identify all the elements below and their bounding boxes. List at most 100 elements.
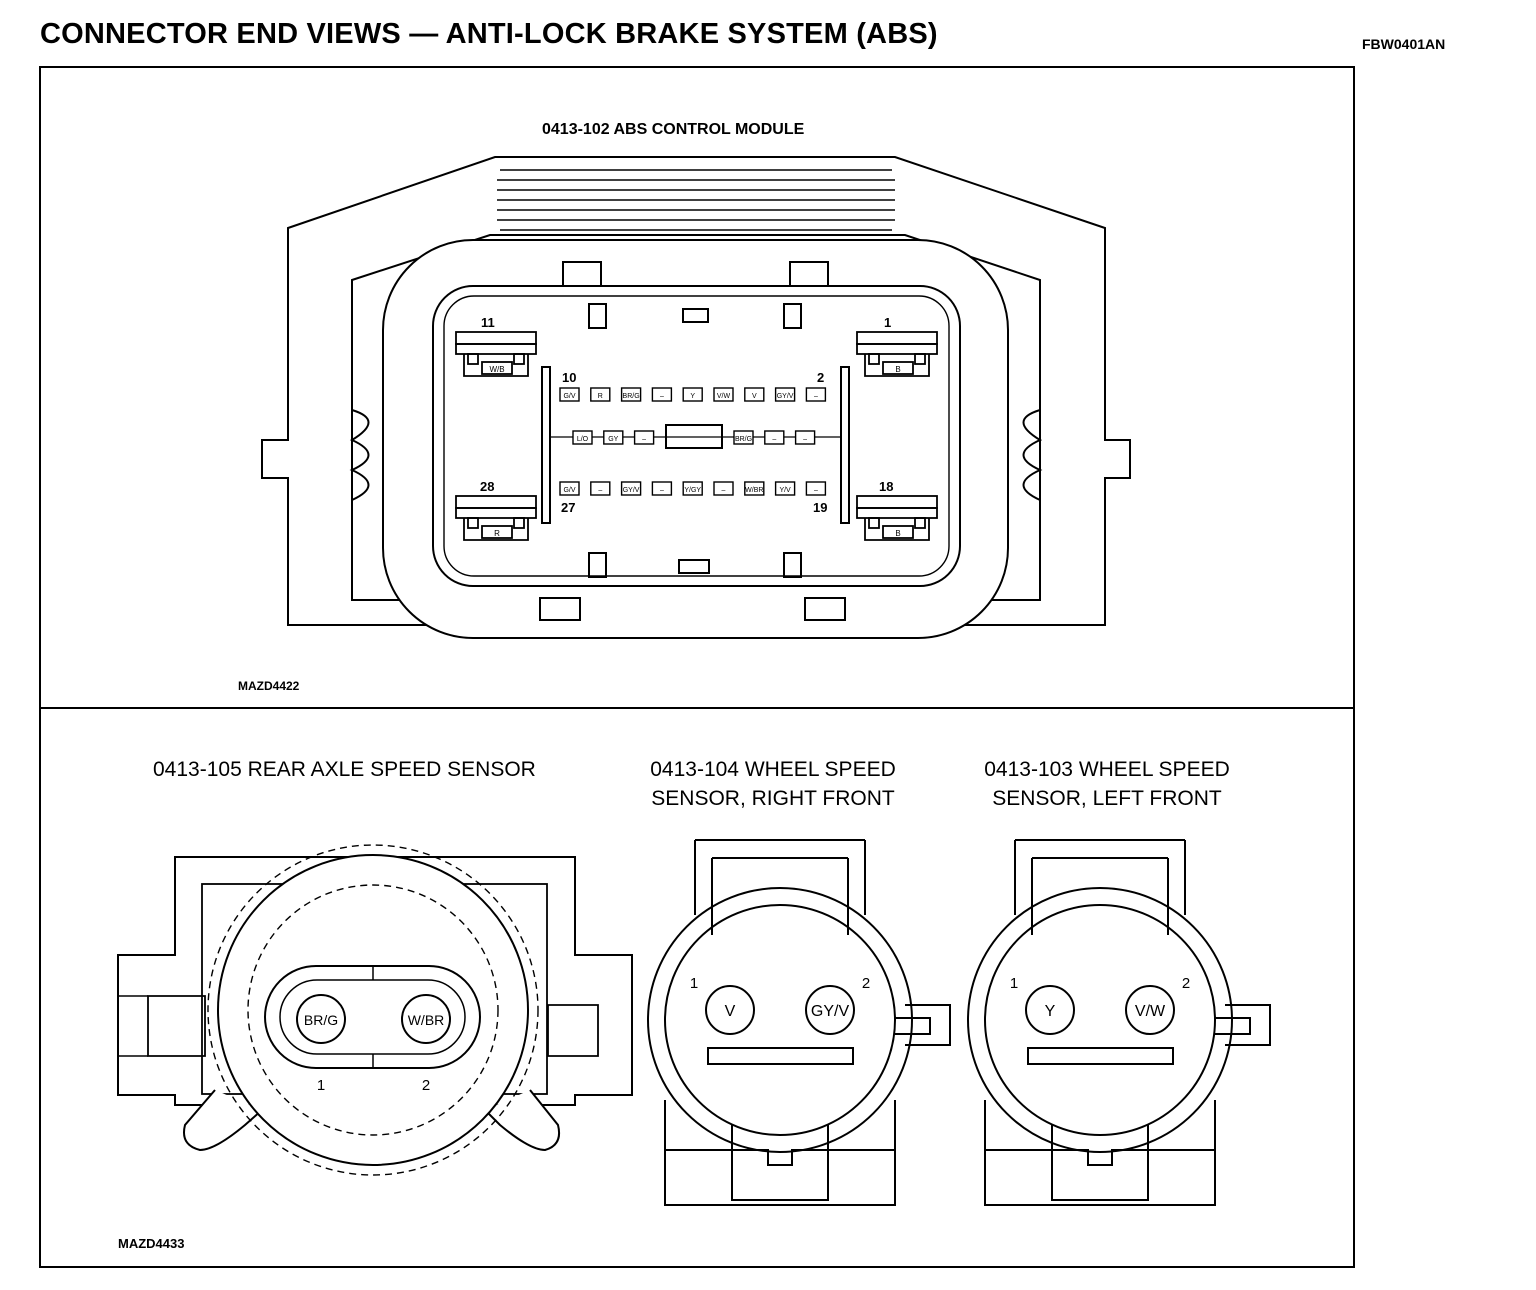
abs-top-cavity: V bbox=[744, 387, 765, 402]
abs-top-cavity-label: G/V bbox=[563, 393, 575, 400]
abs-top-cavity-label: R bbox=[598, 393, 603, 400]
rear-axle-pin-2-label: W/BR bbox=[408, 1012, 445, 1028]
abs-bottom-cavity: W/BR bbox=[744, 481, 765, 496]
abs-terminal-18-label: B bbox=[895, 529, 900, 538]
bottom-code: MAZD4433 bbox=[118, 1236, 184, 1251]
diagram-frame bbox=[39, 66, 1355, 1268]
rear-axle-pin-1 bbox=[296, 994, 346, 1044]
abs-connector-inner bbox=[432, 285, 961, 587]
right-front-pin-number-1: 1 bbox=[690, 975, 698, 992]
abs-control-module bbox=[261, 156, 1131, 639]
abs-top-cavity: BR/G bbox=[620, 387, 642, 402]
abs-top-cavity: – bbox=[651, 387, 673, 402]
abs-mid-right-cavity-label: – bbox=[803, 436, 807, 443]
abs-mid-left-cavity-label: – bbox=[642, 436, 646, 443]
figure-code: FBW0401AN bbox=[1362, 36, 1446, 52]
abs-top-cavity-label: V bbox=[752, 393, 757, 400]
abs-latch-bottom-left bbox=[539, 597, 581, 621]
rear-axle-pin-number-1: 1 bbox=[317, 1077, 325, 1094]
abs-mid-right-cavity: BR/G bbox=[733, 430, 754, 445]
abs-bottom-cavity: Y/V bbox=[774, 481, 796, 496]
abs-bottom-cavity: – bbox=[651, 481, 673, 496]
abs-bottom-cavity: – bbox=[713, 481, 734, 496]
abs-mid-right-cavity: – bbox=[794, 430, 816, 445]
abs-bottom-cavity: GY/V bbox=[620, 481, 642, 496]
abs-mid-right-cavity: – bbox=[764, 430, 785, 445]
pin-number-28: 28 bbox=[480, 479, 494, 494]
right-front-sensor bbox=[647, 839, 951, 1206]
abs-mid-left-cavity: GY bbox=[603, 430, 624, 445]
abs-module-title: 0413-102 ABS CONTROL MODULE bbox=[542, 121, 805, 138]
abs-mid-left-cavity-label: L/O bbox=[577, 436, 589, 443]
left-front-pin-number-1: 1 bbox=[1010, 975, 1018, 992]
abs-top-cavity: GY/V bbox=[774, 387, 796, 402]
pin-number-11: 11 bbox=[481, 315, 495, 330]
abs-top-cavity-label: – bbox=[814, 393, 818, 400]
abs-mid-right-cavity-label: BR/G bbox=[735, 436, 752, 443]
abs-terminal-11-label: W/B bbox=[489, 365, 504, 374]
abs-side-bumps bbox=[349, 409, 1043, 501]
abs-terminal-1-label: B bbox=[895, 365, 900, 374]
right-front-pin-1-label: V bbox=[725, 1003, 736, 1020]
abs-mid-left-cavity-label: GY bbox=[608, 436, 618, 443]
abs-mid-left-cavity: – bbox=[633, 430, 655, 445]
right-front-pin-number-2: 2 bbox=[862, 975, 870, 992]
right-front-title-line1: 0413-104 WHEEL SPEED bbox=[650, 758, 896, 781]
abs-latch-top-left bbox=[562, 261, 602, 287]
abs-top-cavity: Y bbox=[682, 387, 703, 402]
pin-number-10: 10 bbox=[562, 370, 576, 385]
rear-axle-title: 0413-105 REAR AXLE SPEED SENSOR bbox=[153, 758, 536, 781]
abs-key bbox=[678, 559, 710, 574]
abs-pin-numbers: 11 1 10 2 28 18 27 19 bbox=[480, 315, 893, 515]
abs-key bbox=[783, 552, 802, 578]
abs-key bbox=[588, 552, 607, 578]
abs-key bbox=[783, 303, 802, 329]
abs-big-terminals: W/B B R B bbox=[455, 331, 938, 541]
left-front-pin-1-label: Y bbox=[1045, 1003, 1056, 1020]
abs-bottom-cavity-label: – bbox=[814, 487, 818, 494]
abs-mid-left-cavity: L/O bbox=[572, 430, 593, 445]
abs-key bbox=[682, 308, 709, 323]
rear-axle-housing bbox=[117, 856, 633, 1106]
left-front-pin-2-label: V/W bbox=[1135, 1003, 1166, 1020]
right-front-title-line2: SENSOR, RIGHT FRONT bbox=[651, 787, 895, 810]
abs-terminal-28-label: R bbox=[494, 529, 500, 538]
abs-connector-body bbox=[382, 239, 1009, 639]
abs-bottom-cavity: – bbox=[590, 481, 611, 496]
left-front-sensor bbox=[967, 839, 1271, 1206]
pin-number-1: 1 bbox=[884, 315, 891, 330]
abs-rail-right bbox=[840, 366, 850, 524]
abs-top-cavity: G/V bbox=[559, 387, 580, 402]
abs-bottom-cavity-label: – bbox=[660, 487, 664, 494]
abs-top-cavity-label: GY/V bbox=[777, 393, 794, 400]
abs-center-block bbox=[665, 424, 723, 449]
rear-axle-pin-2 bbox=[401, 994, 451, 1044]
abs-top-cavity: – bbox=[805, 387, 827, 402]
right-front-pin-2-label: GY/V bbox=[811, 1003, 850, 1020]
abs-top-cavity-label: Y bbox=[690, 393, 695, 400]
abs-bottom-cavity-label: G/V bbox=[563, 487, 575, 494]
abs-bottom-cavity: Y/GY bbox=[682, 481, 703, 496]
abs-module-code: MAZD4422 bbox=[238, 679, 300, 693]
abs-terminal-11: W/B bbox=[455, 331, 537, 377]
pin-number-27: 27 bbox=[561, 500, 575, 515]
abs-top-cavity-label: BR/G bbox=[623, 393, 640, 400]
rear-axle-pin-number-2: 2 bbox=[422, 1077, 430, 1094]
abs-pin-grid: G/V R BR/G – Y V/W V GY/V – L/O GY – BR/G – – G/V – GY/V –… bbox=[559, 387, 827, 496]
rear-axle-ear-right bbox=[484, 1089, 561, 1152]
rear-axle-ear-left bbox=[183, 1089, 263, 1152]
left-front-title-line2: SENSOR, LEFT FRONT bbox=[992, 787, 1222, 810]
pin-number-2: 2 bbox=[817, 370, 824, 385]
abs-key bbox=[588, 303, 607, 329]
abs-top-cavity: R bbox=[590, 387, 611, 402]
abs-top-cavity: V/W bbox=[713, 387, 734, 402]
abs-bottom-cavity-label: GY/V bbox=[623, 487, 640, 494]
abs-bottom-cavity-label: – bbox=[722, 487, 726, 494]
abs-bottom-cavity: G/V bbox=[559, 481, 580, 496]
abs-terminal-28: R bbox=[455, 495, 537, 541]
abs-rail-left bbox=[541, 366, 551, 524]
abs-bottom-cavity-label: W/BR bbox=[745, 487, 763, 494]
section-divider bbox=[39, 707, 1355, 709]
abs-bottom-cavity-label: Y/GY bbox=[684, 487, 701, 494]
